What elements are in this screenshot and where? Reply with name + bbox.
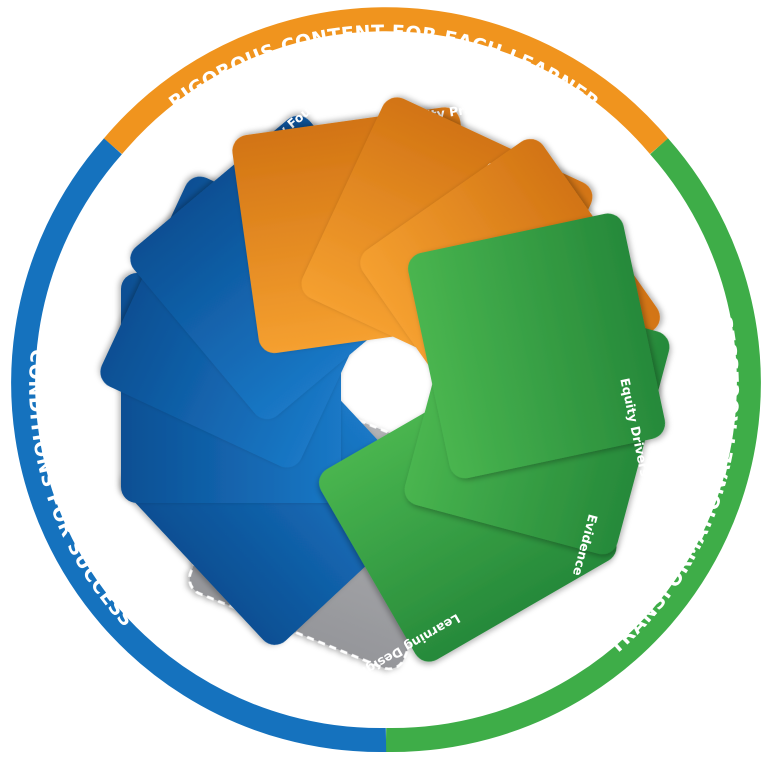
ring-segment-top xyxy=(103,7,669,155)
ring-label-top: RIGOROUS CONTENT FOR EACH LEARNER xyxy=(165,21,603,114)
ring-segment-right xyxy=(385,138,761,753)
card-equity-drivers-shape xyxy=(408,213,666,479)
outer-ring xyxy=(11,7,761,753)
ring-segment-left xyxy=(11,138,387,753)
card-fan: ImplementationResourcesLeadershipCulture… xyxy=(97,64,691,685)
card-equity-drivers: Equity Drivers xyxy=(408,213,666,479)
